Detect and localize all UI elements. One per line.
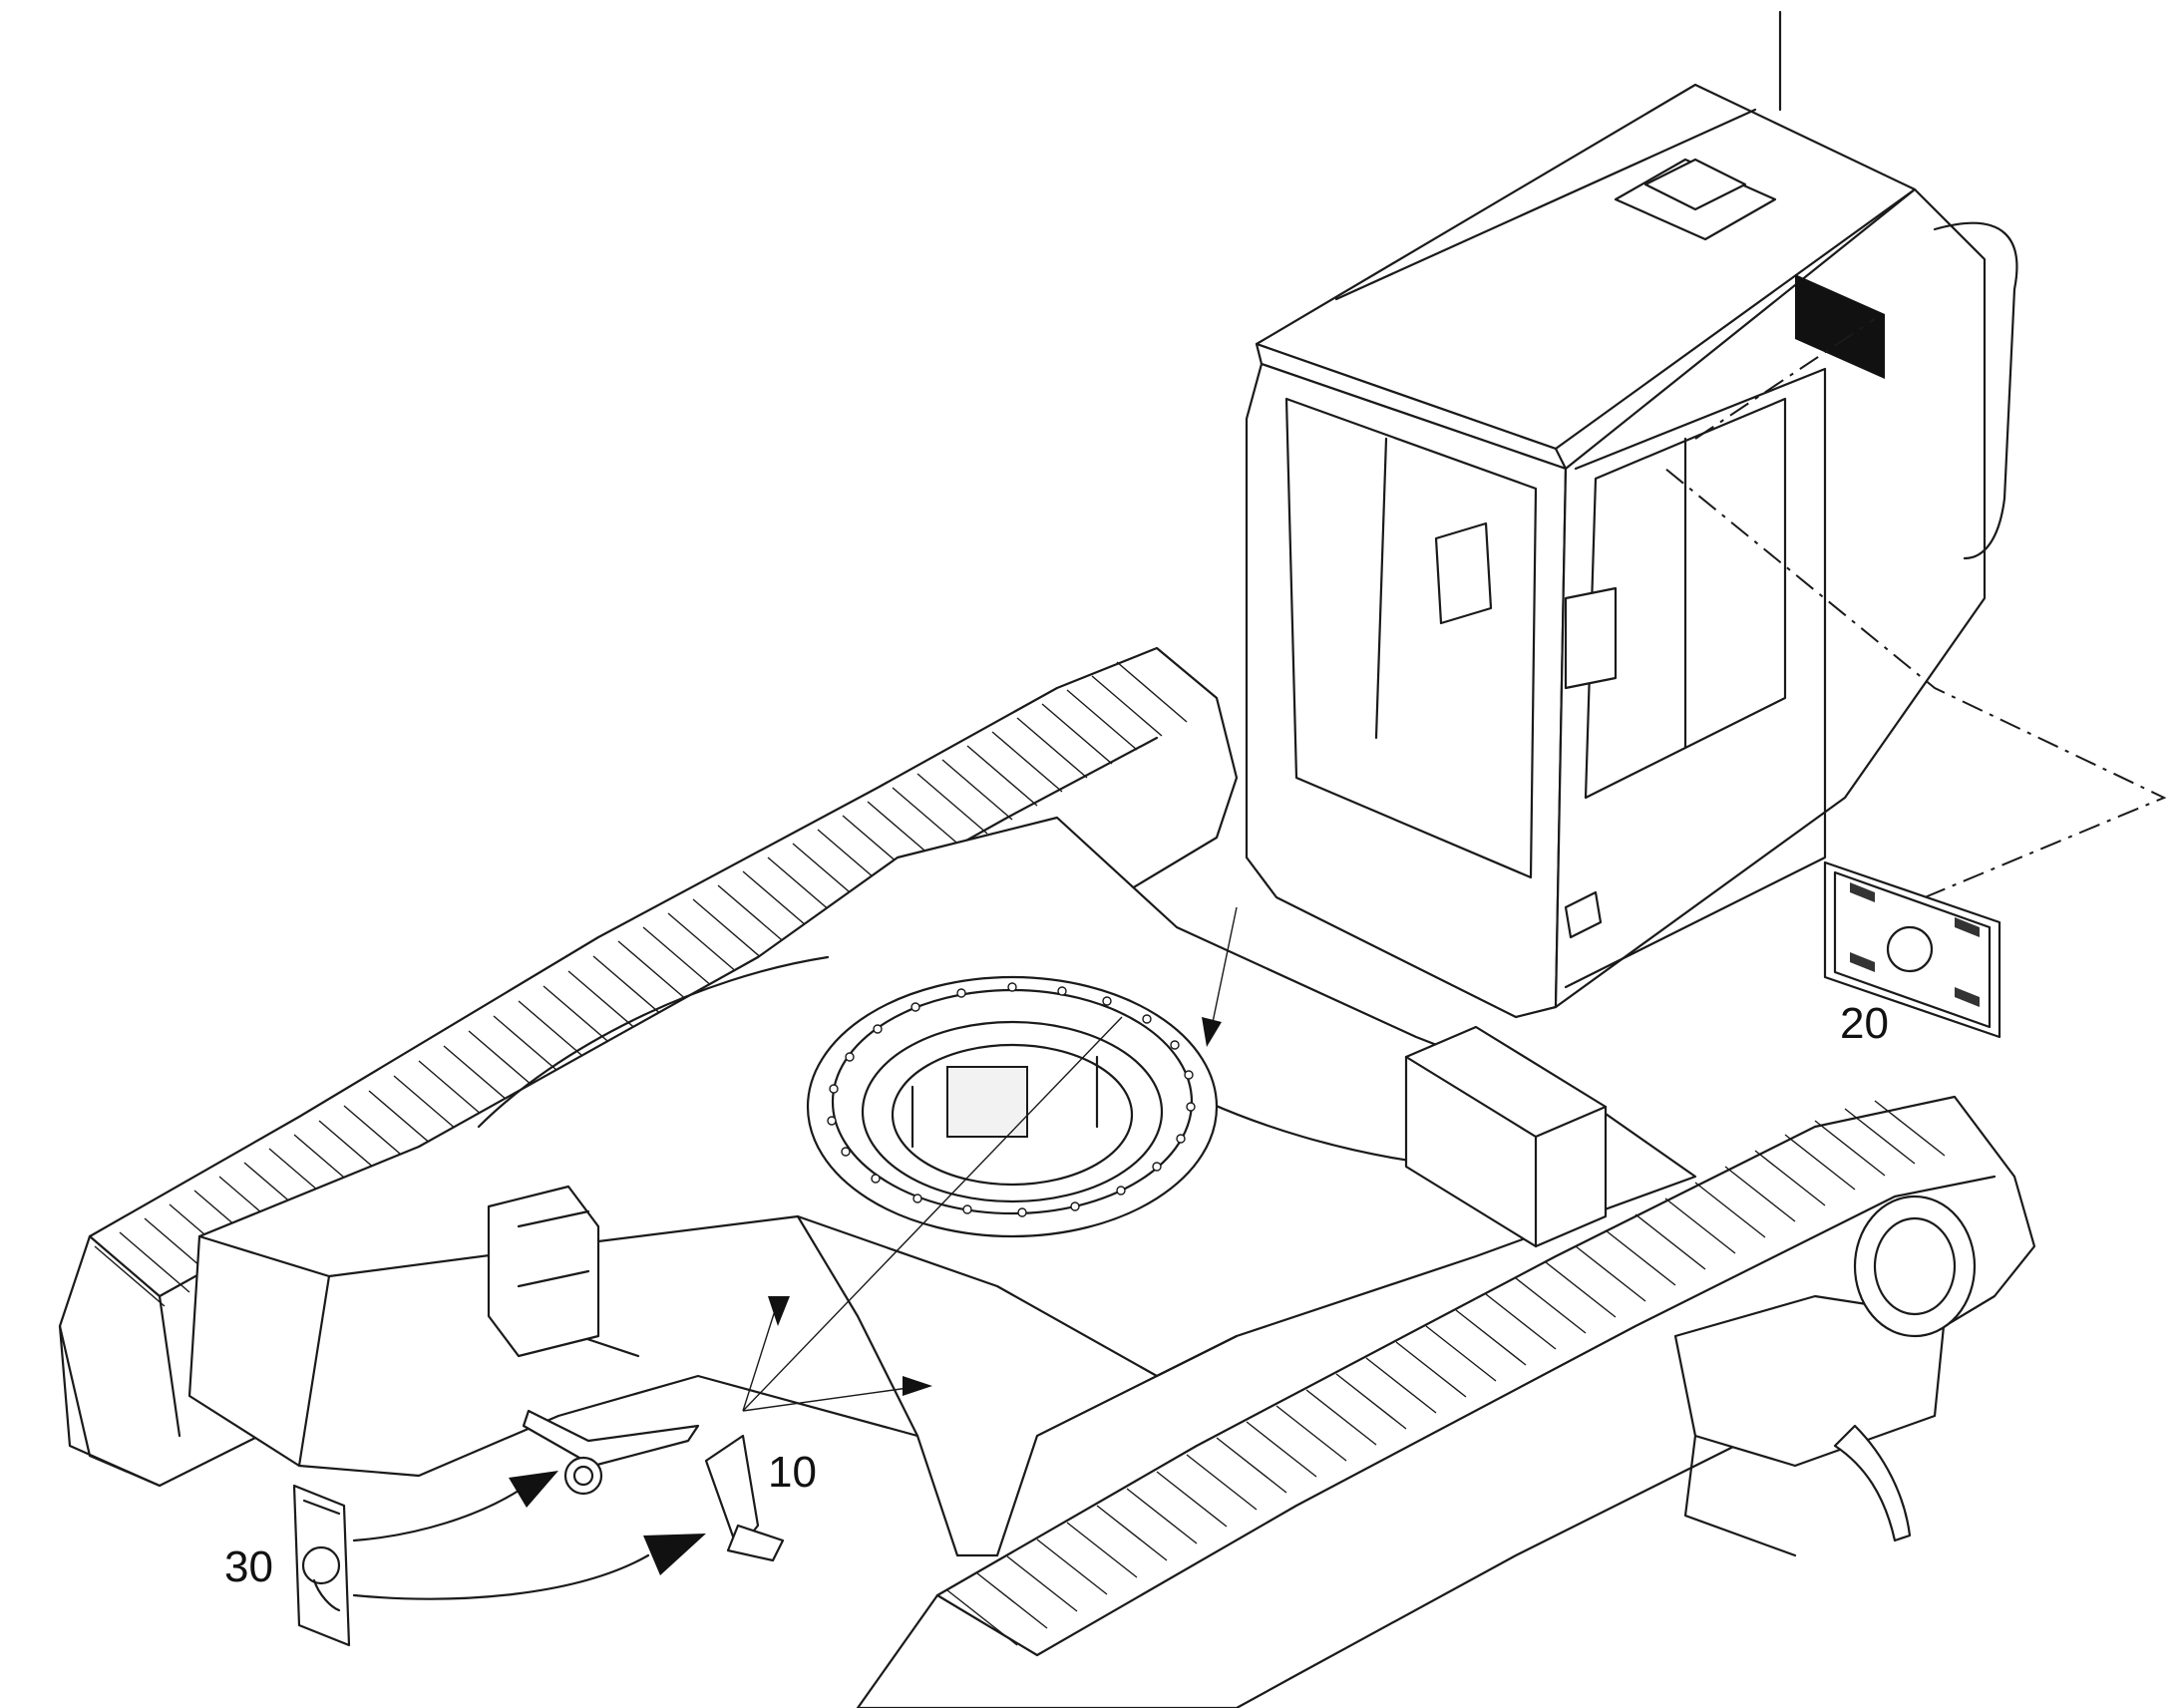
right-track-assembly [856, 1095, 2036, 1708]
decal-20-plate [1823, 860, 2001, 1039]
right-track-shoes [946, 1100, 1946, 1646]
operator-cab [1245, 10, 2167, 1019]
callout-10: 10 [768, 1448, 817, 1497]
bearing-bolt-holes [827, 982, 1196, 1217]
leader-line-20 [1664, 468, 2167, 898]
callout-20: 20 [1840, 999, 1889, 1048]
part-10-bracket [704, 1434, 785, 1562]
valve-cover-box [1404, 1025, 1608, 1248]
part-lifting-eye [522, 1409, 700, 1496]
left-step-bracket [487, 1185, 600, 1358]
left-track-shoes [94, 661, 1188, 1307]
callout-30: 30 [224, 1542, 273, 1591]
cab-decal-black-square [1795, 274, 1885, 379]
leader-arrows [352, 906, 1238, 1600]
swing-bearing [806, 975, 1219, 1238]
decal-30-tag [292, 1484, 351, 1647]
